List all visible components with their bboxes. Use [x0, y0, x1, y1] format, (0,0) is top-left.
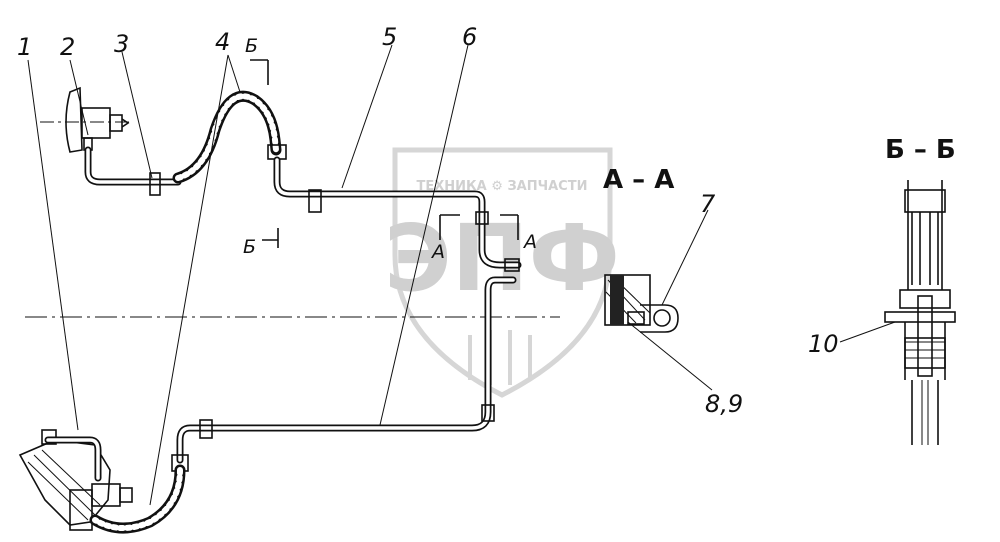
tee-fitting	[475, 211, 489, 225]
leader-lines	[27, 44, 896, 506]
callout-8-9: 8,9	[705, 390, 743, 418]
watermark-letters: ЭПФ	[384, 205, 620, 312]
tube-top-left	[84, 146, 182, 186]
clip-on-tube-5	[308, 189, 322, 213]
section-aa-detail	[604, 274, 679, 333]
callout-3: 3	[114, 30, 129, 58]
section-marks-b	[250, 59, 279, 248]
section-marks-a	[439, 214, 519, 240]
callout-4: 4	[215, 28, 230, 56]
clip-part-3	[149, 172, 161, 196]
clip-on-tube-6-vertical	[481, 404, 495, 422]
callout-6: 6	[462, 23, 477, 51]
section-mark-a-left: А	[430, 241, 445, 263]
section-mark-b-bottom: Б	[243, 236, 256, 258]
master-unit-bottom	[18, 429, 133, 531]
brake-cylinder-top	[65, 86, 130, 153]
section-title-aa: А – А	[603, 165, 674, 195]
callout-5: 5	[382, 23, 397, 51]
section-mark-a-right: А	[522, 231, 537, 253]
section-bb-detail	[884, 180, 956, 445]
callout-2: 2	[60, 33, 75, 61]
end-fitting-right	[504, 258, 520, 272]
section-title-bb: Б – Б	[885, 135, 956, 165]
callout-10: 10	[808, 330, 839, 358]
clip-on-tube-6-horizontal	[199, 419, 213, 439]
tube-master-unit	[44, 436, 102, 482]
watermark-logo: ЭПФ ТЕХНИКА ⚙ ЗАПЧАСТИ	[384, 147, 620, 398]
section-mark-b-top: Б	[245, 35, 258, 57]
callout-7: 7	[700, 190, 716, 218]
watermark-caption: ТЕХНИКА ⚙ ЗАПЧАСТИ	[417, 179, 588, 194]
callout-1: 1	[17, 33, 32, 61]
